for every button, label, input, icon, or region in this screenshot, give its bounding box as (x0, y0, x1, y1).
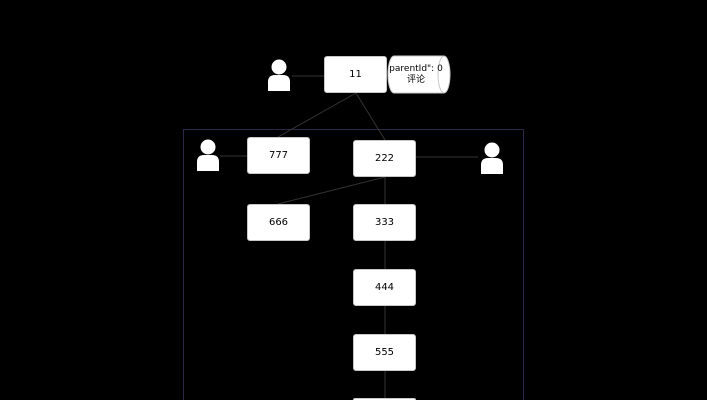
datastore-label: parentId": 0 评论 (388, 64, 444, 86)
user-icon-top (268, 59, 290, 91)
edge-11-222 (355, 92, 386, 141)
node-555[interactable]: 555 (353, 334, 416, 371)
user-icon-right (481, 142, 503, 174)
node-444[interactable]: 444 (353, 269, 416, 306)
edge-222-666 (277, 176, 386, 205)
datastore-label-line1: parentId": 0 (389, 64, 443, 74)
node-777[interactable]: 777 (247, 137, 310, 174)
node-partial-bottom[interactable] (353, 398, 416, 400)
node-333[interactable]: 333 (353, 204, 416, 241)
group-container (183, 129, 524, 400)
node-222[interactable]: 222 (353, 140, 416, 177)
user-icon-left (197, 139, 219, 171)
node-666[interactable]: 666 (247, 204, 310, 241)
node-11[interactable]: 11 (324, 56, 387, 93)
datastore-cylinder[interactable] (387, 55, 451, 94)
datastore-label-line2: 评论 (406, 75, 425, 85)
edge-11-777 (277, 92, 357, 138)
